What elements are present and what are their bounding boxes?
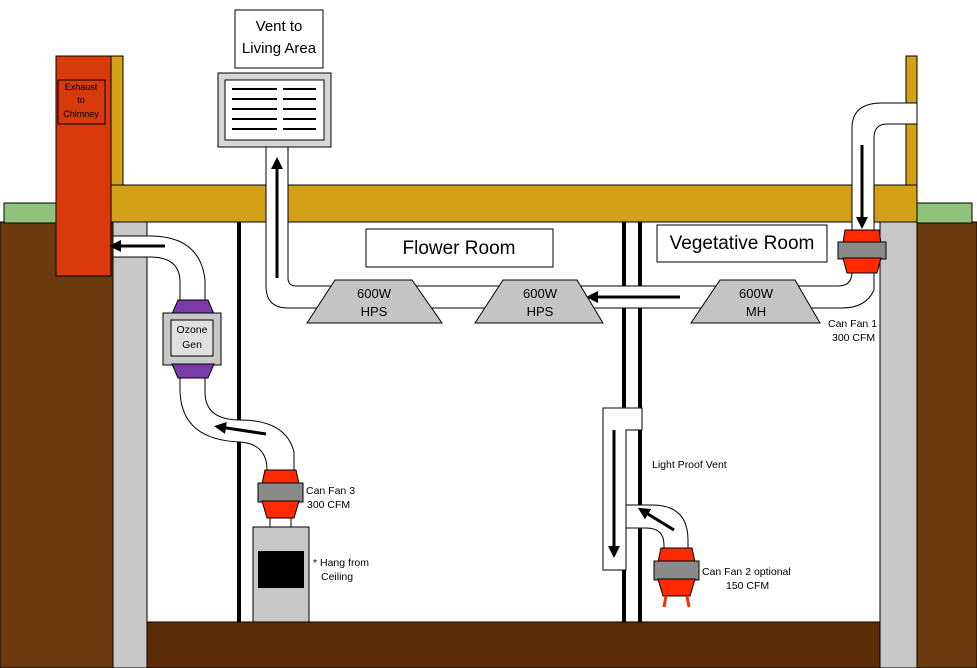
filter-label-2: Carbon: [266, 571, 296, 581]
flower-room-label: Flower Room: [403, 238, 516, 259]
light-proof-vent: [602, 407, 643, 571]
hang-note-1: * Hang from: [313, 557, 369, 569]
fan-1-label-2: 300 CFM: [832, 332, 875, 344]
duct-exhaust-upper: [112, 235, 206, 304]
lamp-3-mh: [690, 279, 821, 324]
post-left: [110, 55, 124, 189]
lamp-1-label-1: 600W: [357, 286, 392, 301]
veg-room-label-box: [656, 224, 828, 263]
wall-right: [879, 221, 918, 668]
veg-room-label: Vegetative Room: [670, 233, 815, 254]
lamp-2-label-1: 600W: [523, 286, 558, 301]
soil-left: [0, 221, 114, 668]
lamp-1-hps: [306, 279, 443, 324]
fan-2-label-2: 150 CFM: [726, 580, 769, 592]
exhaust-arrow-lower: [214, 421, 267, 436]
can-fan-2: [653, 547, 700, 608]
ozone-generator: [162, 299, 222, 379]
duct-intake: [851, 102, 918, 233]
chimney: [55, 55, 112, 277]
vent-label-box: [234, 9, 324, 69]
lamp-2-hps: [474, 279, 604, 324]
floor: [146, 621, 881, 668]
filter-label-1: Can Filter: [261, 558, 300, 568]
can-fan-1: [837, 229, 887, 274]
exhaust-label-1: Exhaust: [65, 82, 98, 92]
fan-3-label-1: Can Fan 3: [306, 485, 355, 497]
flower-room-label-box: [365, 228, 554, 268]
duct-fan-2: [625, 504, 689, 549]
carbon-filter: [252, 526, 310, 623]
hang-note-2: Ceiling: [321, 571, 353, 583]
grass-left: [3, 202, 57, 224]
grass-right: [916, 202, 973, 224]
vent-grille-slats: [232, 88, 316, 130]
ozone-label-1: Ozone: [177, 324, 208, 336]
ozone-label-2: Gen: [182, 339, 202, 351]
lamp-1-label-2: HPS: [361, 304, 388, 319]
fan-1-label-1: Can Fan 1: [828, 318, 877, 330]
fan-2-label-1: Can Fan 2 optional: [702, 566, 791, 578]
exhaust-label-3: Chimney: [63, 109, 99, 119]
lamp-2-label-2: HPS: [527, 304, 554, 319]
wall-left: [112, 221, 148, 668]
lamp-3-label-2: MH: [746, 304, 766, 319]
soil-right: [916, 221, 977, 668]
can-fan-3: [257, 469, 304, 529]
light-proof-vent-label: Light Proof Vent: [652, 459, 727, 471]
fan-2-arrow: [637, 507, 675, 532]
chimney-label-box: [57, 79, 106, 125]
fan-3-label-2: 300 CFM: [307, 499, 350, 511]
exhaust-label-2: to: [77, 95, 85, 105]
vent-label-1: Vent to: [256, 18, 303, 35]
ceiling-beam: [110, 184, 918, 223]
lamp-3-label-1: 600W: [739, 286, 774, 301]
vent-label-2: Living Area: [242, 40, 317, 57]
